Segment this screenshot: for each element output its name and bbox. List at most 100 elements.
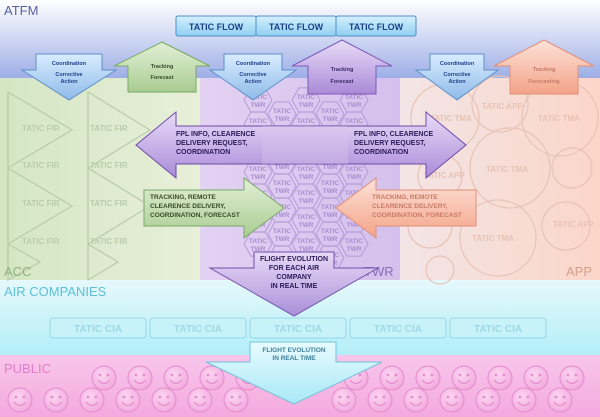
smiley-icon — [415, 365, 441, 391]
smiley-icon — [475, 387, 501, 413]
tatic-twr-label: TWR — [299, 174, 314, 181]
tatic-twr-label: TWR — [251, 102, 266, 109]
smiley-eye — [454, 395, 458, 399]
smiley-icon — [115, 387, 141, 413]
fpl-info-text: FPL INFO, CLEARENCE — [354, 131, 434, 138]
tatic-tma-label: TATIC TMA — [472, 234, 514, 243]
fpl-info-text: FPL INFO, CLEARENCE — [176, 131, 256, 138]
action-text: Action — [244, 79, 262, 85]
tatic-twr-label: TWR — [347, 174, 362, 181]
smiley-eye — [98, 373, 102, 377]
smiley-mouth — [493, 379, 507, 385]
action-text: Action — [448, 79, 466, 85]
tracking-remote-arrow-acc — [143, 177, 285, 239]
smiley-mouth — [205, 379, 219, 385]
smiley-icon — [91, 365, 117, 391]
smiley-eye — [22, 395, 26, 399]
tatic-twr-label: TWR — [299, 222, 314, 229]
tatic-twr-label: TWR — [347, 222, 362, 229]
smiley-eye — [374, 395, 378, 399]
smiley-eye — [410, 395, 414, 399]
tracking-remote-arrow-app — [335, 177, 477, 239]
tatic-twr-label: TWR — [347, 246, 362, 253]
tatic-tma-label: TATIC TMA — [486, 165, 528, 174]
flight-evolution-text: FLIGHT EVOLUTION — [260, 256, 328, 263]
tatic-fir-label: TATIC FIR — [90, 161, 128, 170]
tatic-twr-label: TWR — [275, 212, 290, 219]
smiley-eye — [562, 395, 566, 399]
smiley-eye — [358, 373, 362, 377]
tatic-twr-label: TWR — [323, 116, 338, 123]
smiley-mouth — [349, 379, 363, 385]
smiley-eye — [466, 373, 470, 377]
smiley-eye — [458, 373, 462, 377]
smiley-mouth — [373, 401, 387, 407]
tatic-twr-label: TATIC — [249, 94, 267, 101]
smiley-mouth — [121, 401, 135, 407]
app-tma-pattern — [407, 75, 599, 285]
smiley-eye — [14, 395, 18, 399]
smiley-eye — [166, 395, 170, 399]
smiley-eye — [382, 395, 386, 399]
smiley-eye — [86, 395, 90, 399]
fpl-info-text: COORDINATION — [354, 149, 408, 156]
tatic-twr-label: TATIC — [297, 190, 315, 197]
tatic-twr-label: TWR — [323, 212, 338, 219]
tracking-remote-text: CLEARENCE DELIVERY, — [150, 203, 226, 210]
tatic-flow-label: TATIC FLOW — [189, 22, 244, 32]
public-smiley-pattern — [7, 365, 585, 413]
tatic-flow-label: TATIC FLOW — [269, 22, 324, 32]
tatic-cia-row — [49, 317, 547, 339]
tatic-fir-label: TATIC FIR — [22, 199, 60, 208]
tatic-twr-label: TATIC — [345, 94, 363, 101]
tracking-remote-text: CLEARENCE DELIVERY, — [372, 203, 448, 210]
smiley-eye — [418, 395, 422, 399]
smiley-icon — [487, 365, 513, 391]
tatic-twr-label: TWR — [323, 236, 338, 243]
public-flight-evolution-text: FLIGHT EVOLUTION — [262, 347, 325, 354]
tatic-twr-label: TWR — [347, 102, 362, 109]
smiley-eye — [446, 395, 450, 399]
coordination-arrow-acc — [20, 53, 118, 101]
smiley-eye — [338, 395, 342, 399]
tracking-arrow-app — [493, 39, 595, 95]
smiley-icon — [187, 387, 213, 413]
smiley-mouth — [421, 379, 435, 385]
tatic-twr-label: TWR — [251, 174, 266, 181]
tatic-fir-label: TATIC FIR — [90, 237, 128, 246]
tatic-twr-label: TWR — [275, 236, 290, 243]
app-zone-label: APP — [566, 264, 592, 279]
smiley-eye — [430, 373, 434, 377]
tatic-twr-label: TATIC — [297, 166, 315, 173]
coordination-arrow-app — [414, 53, 500, 101]
smiley-mouth — [565, 379, 579, 385]
public-flight-evolution-arrow — [205, 341, 383, 405]
smiley-eye — [490, 395, 494, 399]
tatic-twr-label: TATIC — [321, 228, 339, 235]
smiley-eye — [58, 395, 62, 399]
smiley-eye — [158, 395, 162, 399]
corrective-text: Corrective — [55, 72, 82, 78]
smiley-mouth — [169, 379, 183, 385]
tatic-twr-label: TATIC — [321, 180, 339, 187]
fpl-info-text: DELIVERY REQUEST, — [176, 140, 248, 147]
coordination-text: Coordination — [236, 61, 271, 67]
smiley-eye — [502, 373, 506, 377]
smiley-icon — [367, 387, 393, 413]
tatic-twr-label: TWR — [299, 246, 314, 253]
smiley-eye — [394, 373, 398, 377]
smiley-eye — [214, 373, 218, 377]
smiley-mouth — [229, 401, 243, 407]
coordination-text: Coordination — [440, 61, 475, 67]
smiley-icon — [163, 365, 189, 391]
tatic-twr-label: TATIC — [273, 228, 291, 235]
tracking-text: Tracking — [533, 67, 556, 73]
smiley-mouth — [85, 401, 99, 407]
smiley-icon — [511, 387, 537, 413]
smiley-mouth — [553, 401, 567, 407]
public-zone-label: PUBLIC — [4, 361, 51, 376]
fpl-info-text: DELIVERY REQUEST, — [354, 140, 426, 147]
action-text: Action — [60, 79, 78, 85]
tatic-tma-label: TATIC TMA — [430, 114, 472, 123]
